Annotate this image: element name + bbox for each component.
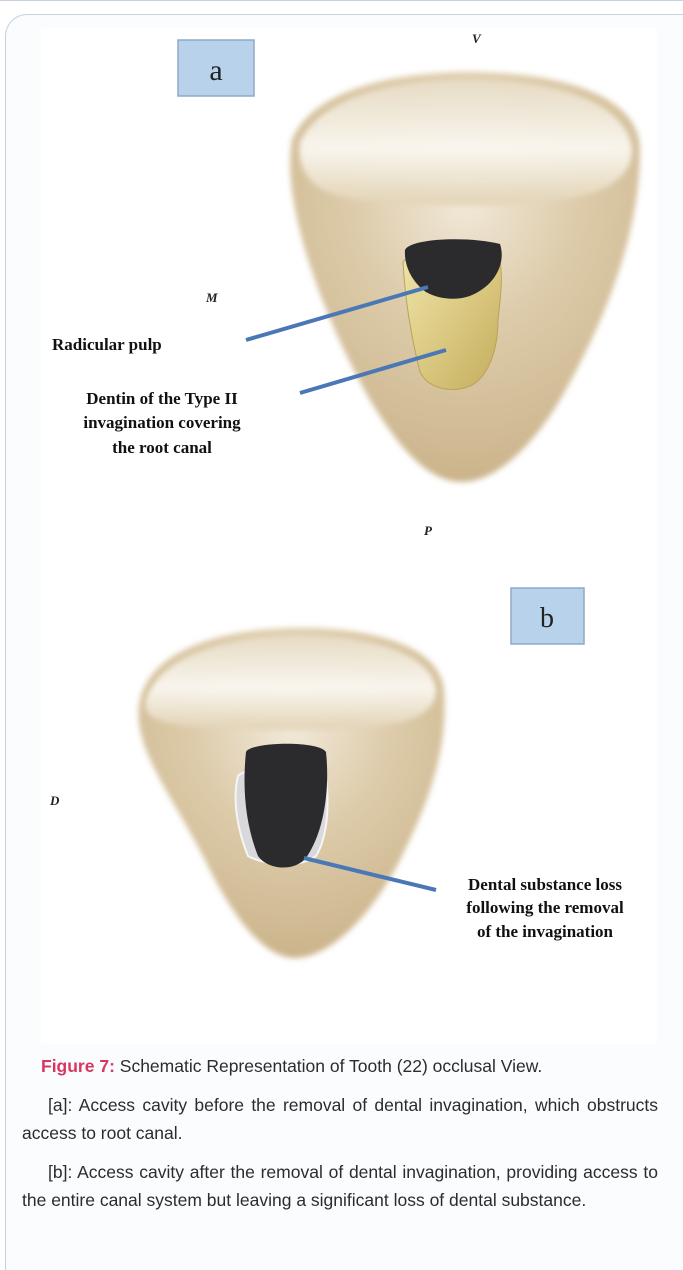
dentin-label-line2: invagination covering <box>83 413 241 432</box>
distal-marker: D <box>49 793 60 808</box>
tooth-b <box>138 628 444 958</box>
mesial-marker: M <box>205 290 218 305</box>
panel-b-label: b <box>540 603 554 634</box>
figure-caption: Figure 7: Schematic Representation of To… <box>41 1055 657 1077</box>
tooth-diagram: a V M Radicular pulp Dentin of the Type … <box>0 0 683 1060</box>
dentin-label-line3: the root canal <box>112 438 212 457</box>
panel-b-label-box: b <box>511 588 584 644</box>
figure-caption-label: Figure 7: <box>41 1056 115 1076</box>
palatal-marker: P <box>424 523 433 538</box>
loss-label-line3: of the invagination <box>477 922 614 941</box>
loss-label-line2: following the removal <box>466 898 624 917</box>
dentin-label-line1: Dentin of the Type II <box>86 389 238 408</box>
loss-label-line1: Dental substance loss <box>468 875 622 894</box>
vestibular-marker: V <box>472 31 482 46</box>
panel-b-description: [b]: Access cavity after the removal of … <box>22 1158 658 1214</box>
tooth-a <box>246 72 640 482</box>
figure-caption-text: Schematic Representation of Tooth (22) o… <box>115 1056 542 1076</box>
radicular-pulp-label: Radicular pulp <box>52 335 162 354</box>
panel-a-label-box: a <box>178 40 254 96</box>
panel-a-label: a <box>209 54 222 87</box>
panel-a-description: [a]: Access cavity before the removal of… <box>22 1091 658 1147</box>
